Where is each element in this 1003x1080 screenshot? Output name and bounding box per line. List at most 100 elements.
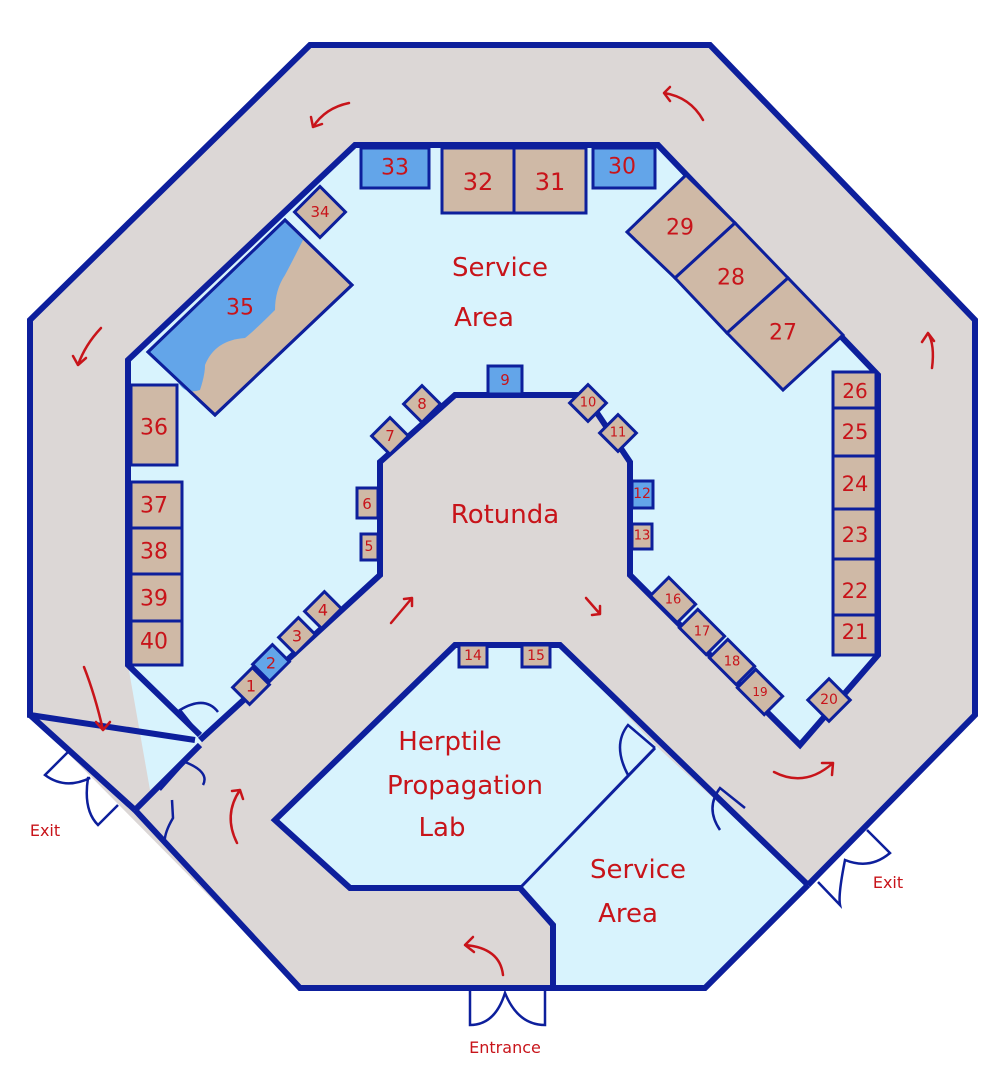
booths: 33 32 31 30 34 35 36 — [129, 146, 878, 724]
booth-30[interactable]: 30 — [591, 146, 657, 190]
svg-text:27: 27 — [769, 321, 797, 346]
svg-text:8: 8 — [417, 395, 427, 413]
exit-right-label[interactable]: Exit — [873, 873, 903, 892]
door-inner-left2-icon — [159, 760, 206, 846]
booth-18[interactable]: 18 — [707, 637, 757, 687]
svg-text:15: 15 — [527, 648, 545, 664]
svg-text:19: 19 — [752, 685, 767, 699]
entrance-label[interactable]: Entrance — [469, 1038, 541, 1057]
booth-34[interactable]: 34 — [292, 184, 348, 240]
door-labels: Exit Exit Entrance — [30, 821, 903, 1057]
service-area-top-label: Service — [452, 253, 548, 283]
svg-text:13: 13 — [634, 529, 651, 544]
svg-text:24: 24 — [842, 472, 869, 496]
booth-19[interactable]: 19 — [735, 667, 785, 717]
lab-room — [275, 645, 655, 888]
svg-text:3: 3 — [292, 627, 302, 646]
arrow-curved-left-top-icon — [662, 85, 705, 122]
booth-35[interactable]: 35 — [145, 217, 355, 418]
booth-22[interactable]: 22 — [831, 557, 878, 617]
svg-text:23: 23 — [842, 523, 869, 547]
booth-17[interactable]: 17 — [677, 607, 727, 657]
svg-text:18: 18 — [724, 655, 741, 670]
svg-text:22: 22 — [842, 579, 869, 603]
flow-arrows — [71, 85, 936, 977]
doors — [43, 701, 892, 1027]
svg-text:40: 40 — [140, 630, 168, 655]
booth-11[interactable]: 11 — [597, 412, 639, 454]
arrow-curved-up-lowleft-icon — [229, 788, 245, 845]
arrow-curved-right-icon — [772, 761, 835, 780]
booth-21[interactable]: 21 — [831, 613, 878, 657]
svg-text:30: 30 — [608, 155, 636, 180]
booth-23[interactable]: 23 — [831, 507, 878, 561]
svg-text:12: 12 — [633, 486, 651, 502]
arrow-down-right-icon — [584, 596, 602, 617]
svg-text:21: 21 — [842, 620, 869, 644]
svg-text:34: 34 — [310, 203, 329, 221]
arrow-up-icon — [920, 331, 936, 370]
booth-33[interactable]: 33 — [359, 146, 431, 190]
exit-left-label[interactable]: Exit — [30, 821, 60, 840]
booth-25[interactable]: 25 — [831, 406, 878, 458]
booth-1[interactable]: 1 — [230, 665, 272, 707]
booth-13[interactable]: 13 — [630, 522, 654, 551]
booth-5[interactable]: 5 — [359, 532, 380, 562]
arrow-curved-left-topleft-icon — [309, 101, 351, 129]
booth-6[interactable]: 6 — [355, 486, 380, 520]
lab-label-1: Herptile — [398, 727, 501, 757]
booth-12[interactable]: 12 — [630, 479, 655, 510]
rotunda-label: Rotunda — [451, 500, 559, 530]
svg-text:17: 17 — [694, 625, 711, 640]
svg-text:35: 35 — [226, 296, 254, 321]
booth-39[interactable]: 39 — [129, 572, 184, 623]
booth-20[interactable]: 20 — [805, 676, 853, 724]
booth-32[interactable]: 32 — [440, 146, 516, 215]
booth-40[interactable]: 40 — [129, 619, 184, 667]
svg-text:26: 26 — [842, 379, 867, 403]
door-inner-left-icon — [178, 701, 219, 736]
booth-37[interactable]: 37 — [129, 480, 184, 530]
svg-text:5: 5 — [365, 539, 374, 555]
area-labels: Service Area Rotunda Herptile Propagatio… — [387, 253, 686, 929]
svg-text:1: 1 — [246, 677, 256, 696]
door-exit-right-icon — [817, 829, 892, 909]
svg-text:39: 39 — [140, 587, 168, 612]
door-entrance-icon — [468, 989, 547, 1027]
lab-label-2: Propagation — [387, 771, 543, 801]
svg-text:16: 16 — [665, 593, 682, 608]
door-lab-icon — [618, 723, 656, 776]
svg-text:36: 36 — [140, 416, 168, 441]
service-area-bottom-label-2: Area — [598, 899, 658, 929]
booth-26[interactable]: 26 — [831, 370, 878, 410]
booth-31[interactable]: 31 — [512, 146, 588, 215]
booth-9[interactable]: 9 — [486, 364, 524, 396]
booth-27[interactable]: 27 — [724, 275, 846, 393]
door-service-icon — [711, 786, 746, 831]
svg-text:32: 32 — [463, 168, 494, 196]
svg-text:7: 7 — [385, 427, 395, 445]
svg-text:9: 9 — [500, 371, 510, 389]
arrow-down-icon — [82, 665, 112, 732]
booth-24[interactable]: 24 — [831, 454, 878, 511]
booth-2[interactable]: 2 — [250, 642, 292, 684]
svg-text:38: 38 — [140, 540, 168, 565]
svg-text:29: 29 — [666, 216, 694, 241]
booth-16[interactable]: 16 — [648, 575, 698, 625]
booth-38[interactable]: 38 — [129, 526, 184, 576]
booth-7[interactable]: 7 — [369, 415, 411, 457]
arrow-down-left-icon — [71, 326, 103, 367]
service-area-top-label-2: Area — [454, 303, 514, 333]
svg-text:11: 11 — [610, 426, 627, 441]
booth-4[interactable]: 4 — [302, 589, 344, 631]
booth-8[interactable]: 8 — [401, 383, 443, 425]
booth-14[interactable]: 14 — [457, 643, 489, 669]
svg-text:31: 31 — [535, 168, 566, 196]
booth-10[interactable]: 10 — [567, 382, 609, 424]
svg-text:10: 10 — [580, 396, 597, 411]
booth-15[interactable]: 15 — [520, 643, 552, 669]
booth-36[interactable]: 36 — [129, 383, 179, 467]
booth-3[interactable]: 3 — [276, 615, 318, 657]
svg-text:37: 37 — [140, 494, 168, 519]
